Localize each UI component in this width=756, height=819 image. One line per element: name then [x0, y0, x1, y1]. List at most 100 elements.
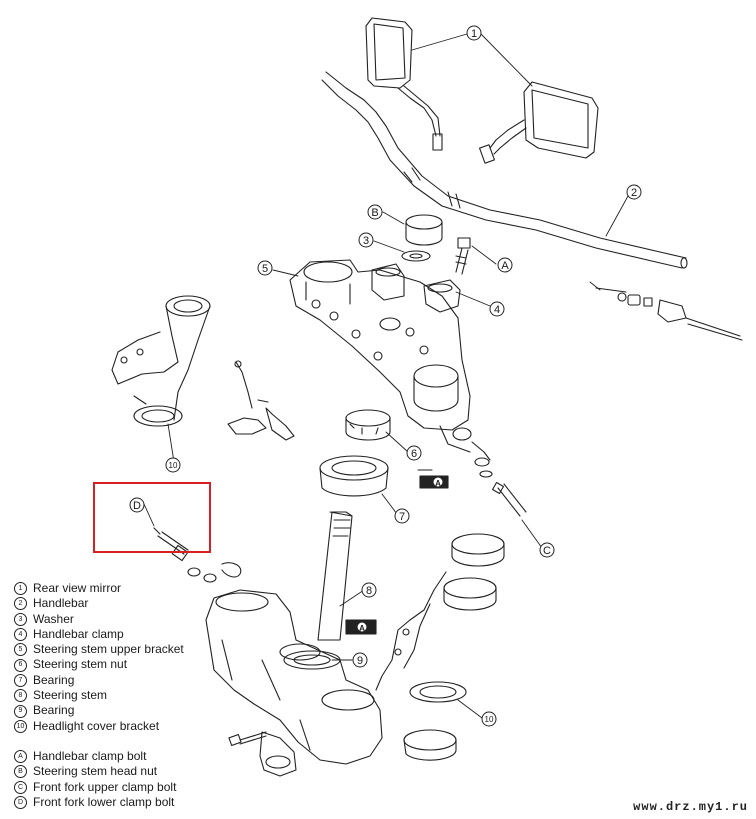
- svg-text:5: 5: [262, 263, 268, 275]
- callout-C: C: [539, 542, 555, 558]
- svg-text:8: 8: [366, 585, 372, 597]
- legend-mark: 1: [14, 582, 27, 596]
- svg-text:10: 10: [169, 461, 178, 470]
- svg-text:A: A: [501, 260, 509, 272]
- cable-clip-parts: [227, 360, 295, 441]
- legend-label: Steering stem head nut: [33, 764, 158, 779]
- legend-row-B: B Steering stem head nut: [14, 764, 244, 779]
- upper-bracket: [289, 259, 471, 453]
- legend-mark: A: [14, 750, 27, 764]
- legend-label: Front fork lower clamp bolt: [33, 794, 175, 809]
- highlight-box-D: [93, 482, 211, 553]
- legend-row-6: 6 Steering stem nut: [14, 657, 244, 672]
- svg-text:3: 3: [363, 235, 369, 247]
- legend-mark: 9: [14, 704, 27, 718]
- legend-label: Handlebar clamp: [33, 626, 124, 641]
- legend-label: Steering stem: [33, 688, 108, 703]
- lower-small-parts: [228, 731, 297, 777]
- callout-5: 5: [257, 260, 273, 276]
- legend-row-7: 7 Bearing: [14, 673, 244, 688]
- callout-B: B: [367, 204, 383, 220]
- legend-mark: B: [14, 765, 27, 779]
- legend-label: Handlebar clamp bolt: [33, 748, 147, 763]
- right-mirror: [479, 81, 599, 164]
- svg-text:9: 9: [357, 655, 363, 667]
- legend-label: Handlebar: [33, 596, 89, 611]
- legend-row-D: D Front fork lower clamp bolt: [14, 795, 244, 810]
- callout-2: 2: [626, 184, 642, 200]
- svg-text:6: 6: [411, 448, 417, 460]
- legend-row-8: 8 Steering stem: [14, 688, 244, 703]
- legend-mark: 6: [14, 658, 27, 672]
- callout-4: 4: [489, 301, 505, 317]
- callout-1: 1: [466, 25, 482, 41]
- legend-row-9: 9 Bearing: [14, 703, 244, 718]
- fork-lower-clamp-bolt: [153, 527, 242, 583]
- legend-row-C: C Front fork upper clamp bolt: [14, 780, 244, 795]
- legend-label: Washer: [33, 611, 74, 626]
- callout-A: A: [497, 257, 513, 273]
- headlight-cover-bracket-left: [111, 295, 211, 427]
- handlebar: [321, 71, 688, 269]
- callout-8: 8: [361, 582, 377, 598]
- legend-mark: 5: [14, 643, 27, 657]
- legend-mark: C: [14, 780, 27, 794]
- legend-label: Steering stem nut: [33, 657, 128, 672]
- legend-label: Front fork upper clamp bolt: [33, 779, 177, 794]
- legend-mark: 4: [14, 628, 27, 642]
- callout-3: 3: [358, 232, 374, 248]
- callout-9: 9: [352, 652, 368, 668]
- callout-D: D: [129, 497, 145, 513]
- steering-stem-head-nut: [405, 214, 443, 246]
- legend-row-10: 10 Headlight cover bracket: [14, 719, 244, 734]
- headlight-cover-bracket-right: [375, 533, 505, 761]
- grease-A-lower: A: [359, 624, 365, 633]
- callout-10-left: 10: [165, 457, 181, 473]
- grease-symbol-upper: [417, 469, 449, 489]
- site-watermark: www.drz.my1.ru: [633, 800, 748, 814]
- grease-symbol-lower: [345, 619, 377, 635]
- svg-text:2: 2: [631, 187, 637, 199]
- svg-text:B: B: [371, 207, 378, 219]
- legend-mark: 7: [14, 673, 27, 687]
- handlebar-clamp: [371, 263, 461, 313]
- legend-row-3: 3 Washer: [14, 612, 244, 627]
- legend-row-1: 1 Rear view mirror: [14, 581, 244, 596]
- legend-mark: 2: [14, 597, 27, 611]
- legend-row-2: 2 Handlebar: [14, 596, 244, 611]
- svg-text:10: 10: [485, 715, 494, 724]
- lower-bracket: [205, 589, 383, 765]
- svg-text:4: 4: [494, 304, 500, 316]
- legend-label: Bearing: [33, 672, 75, 687]
- legend-mark: 8: [14, 689, 27, 703]
- leader-lines: [143, 33, 629, 719]
- legend-label: Steering stem upper bracket: [33, 642, 184, 657]
- svg-text:D: D: [133, 500, 141, 512]
- svg-text:C: C: [543, 545, 551, 557]
- washer: [401, 250, 431, 262]
- legend-mark: 10: [14, 719, 27, 733]
- grease-A-upper: A: [435, 479, 441, 488]
- callout-6: 6: [406, 445, 422, 461]
- bar-end-parts: [595, 287, 743, 341]
- legend-row-A: A Handlebar clamp bolt: [14, 749, 244, 764]
- svg-text:1: 1: [471, 28, 477, 40]
- legend-label: Headlight cover bracket: [33, 718, 160, 733]
- fork-clamp-parts: [452, 427, 527, 517]
- legend-mark: D: [14, 796, 27, 809]
- steering-stem-nut: [345, 409, 391, 441]
- left-mirror: [365, 17, 443, 151]
- svg-text:7: 7: [399, 511, 405, 523]
- legend-row-5: 5 Steering stem upper bracket: [14, 642, 244, 657]
- callout-7: 7: [394, 508, 410, 524]
- handlebar-clamp-bolt: [455, 237, 471, 275]
- steering-stem: [317, 511, 353, 641]
- upper-bearing: [319, 455, 389, 497]
- callout-10-right: 10: [481, 711, 497, 727]
- legend-label: Rear view mirror: [33, 581, 122, 595]
- legend-mark: 3: [14, 612, 27, 626]
- legend-label: Bearing: [33, 703, 75, 718]
- legend-row-4: 4 Handlebar clamp: [14, 627, 244, 642]
